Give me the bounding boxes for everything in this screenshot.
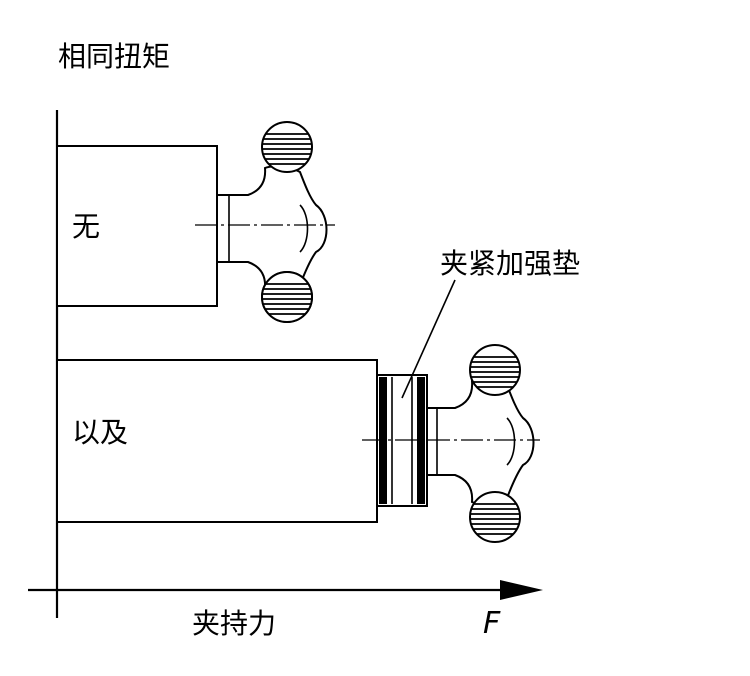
row-label: 无 bbox=[72, 210, 100, 243]
x-axis-label: 夹持力 bbox=[192, 607, 276, 640]
wing-screw-icon bbox=[362, 344, 540, 543]
diagram-title: 相同扭矩 bbox=[58, 40, 170, 73]
row-without-pad: 无 bbox=[56, 121, 335, 323]
wing-screw-icon bbox=[195, 121, 335, 323]
workpiece-block bbox=[56, 145, 218, 307]
row-with-pad: 以及 bbox=[56, 344, 540, 543]
x-axis-symbol: F bbox=[483, 606, 501, 641]
callout-leader-line bbox=[401, 279, 456, 399]
row-label: 以及 bbox=[72, 416, 128, 449]
workpiece-block bbox=[56, 359, 378, 523]
pad-callout-label: 夹紧加强垫 bbox=[440, 247, 580, 280]
x-axis-arrow-icon bbox=[500, 580, 543, 600]
